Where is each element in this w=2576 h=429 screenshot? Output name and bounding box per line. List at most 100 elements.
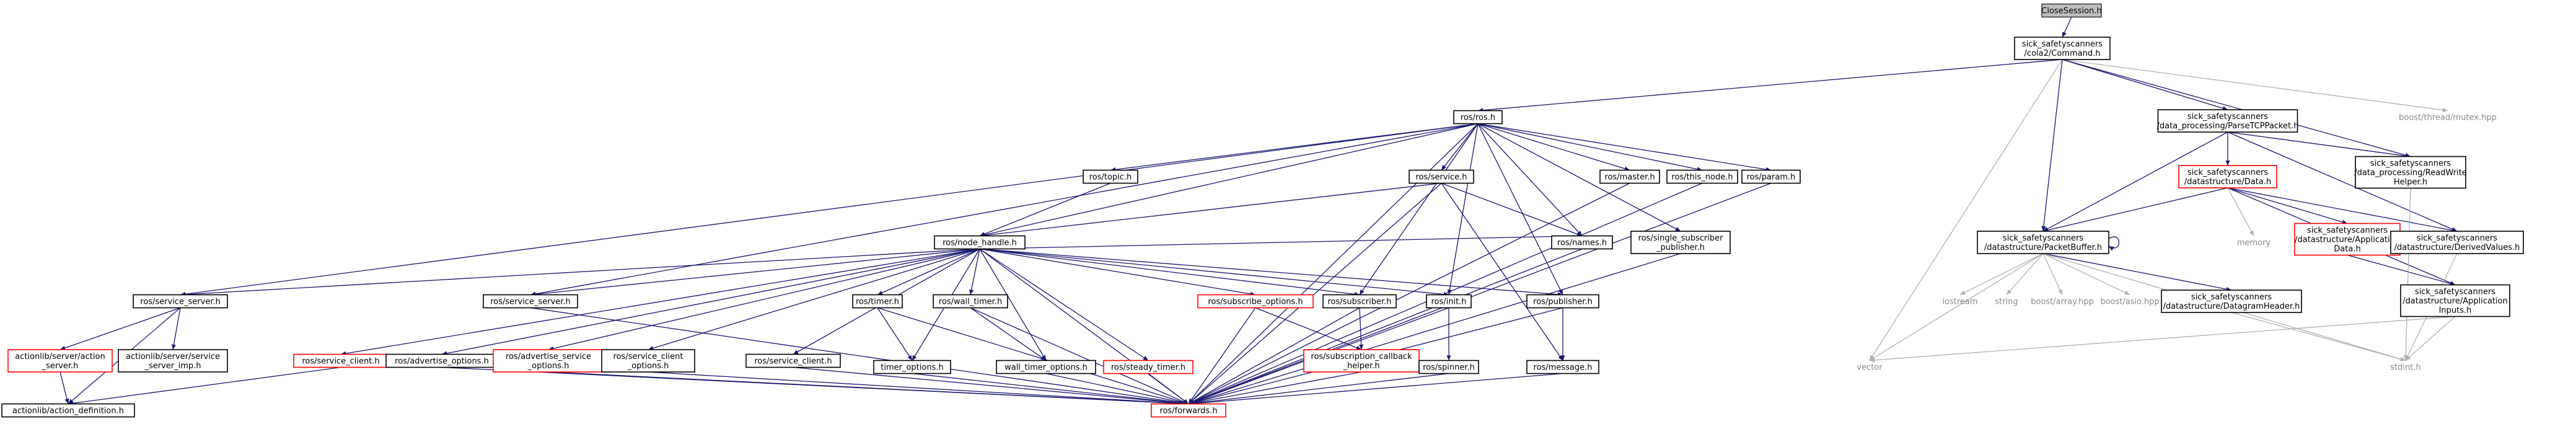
node-service[interactable]: ros/service.h	[1409, 169, 1474, 184]
node-label: sick_safetyscanners	[2417, 234, 2497, 243]
node-svcclient2[interactable]: ros/service_client.h	[745, 353, 841, 368]
edges-layer	[59, 17, 2458, 406]
node-names[interactable]: ros/names.h	[1551, 235, 1613, 250]
node-box	[118, 349, 228, 373]
node-label: iostream	[1942, 298, 1977, 307]
node-label: /datastructure/Data.h	[2184, 177, 2271, 187]
node-iostream[interactable]: iostream	[1941, 295, 1979, 308]
node-svcserverh[interactable]: ros/service_server.h	[133, 294, 228, 309]
edge-ros-to-svcserverh	[180, 123, 1479, 297]
edge-subopts-to-forwards	[1188, 307, 1256, 404]
edge-command-to-packetbuffer	[2041, 59, 2063, 232]
node-advsvcopts[interactable]: ros/advertise_service_options.h	[493, 349, 604, 373]
node-datagram[interactable]: sick_safetyscanners/datastructure/Datagr…	[2161, 290, 2302, 313]
node-actiondef[interactable]: actionlib/action_definition.h	[1, 403, 135, 418]
node-ssimp[interactable]: actionlib/server/service_server_imp.h	[118, 349, 228, 373]
edge-nodehandle-to-svcserverh	[180, 248, 980, 297]
edge-command-to-parsetcp	[2062, 59, 2228, 111]
node-actionserver[interactable]: actionlib/server/action_server.h	[7, 349, 113, 373]
node-label: ros/param.h	[1747, 173, 1796, 182]
node-string[interactable]: string	[1990, 295, 2023, 308]
node-label: ros/node_handle.h	[943, 239, 1017, 248]
node-boostasio[interactable]: boost/asio.hpp	[2099, 295, 2161, 308]
node-subcb[interactable]: ros/subscription_callback_helper.h	[1303, 349, 1420, 373]
node-singlesub[interactable]: ros/single_subscriber_publisher.h	[1630, 231, 1731, 254]
node-topic[interactable]: ros/topic.h	[1083, 169, 1138, 184]
node-box	[2400, 284, 2510, 317]
edge-nodehandle-to-subscriber	[979, 248, 1360, 297]
node-publisher[interactable]: ros/publisher.h	[1526, 294, 1599, 309]
node-command[interactable]: sick_safetyscanners/cola2/Command.h	[2014, 37, 2111, 60]
node-master[interactable]: ros/master.h	[1599, 169, 1660, 184]
node-subscriber[interactable]: ros/subscriber.h	[1322, 294, 1397, 309]
node-boostarray[interactable]: boost/array.hpp	[2029, 295, 2095, 308]
node-boostmutex[interactable]: boost/thread/mutex.hpp	[2399, 111, 2497, 124]
node-label: _helper.h	[1342, 361, 1379, 371]
node-box	[1, 403, 135, 418]
node-message[interactable]: ros/message.h	[1526, 360, 1599, 374]
node-data[interactable]: sick_safetyscanners/datastructure/Data.h	[2178, 165, 2277, 188]
node-stdint[interactable]: stdint.h	[2387, 361, 2424, 374]
node-svcserver2[interactable]: ros/service_server.h	[483, 294, 578, 309]
node-label: sick_safetyscanners	[2415, 288, 2495, 297]
edge-subscriber-to-subcb	[1358, 307, 1364, 350]
node-timer[interactable]: ros/timer.h	[852, 294, 903, 309]
edge-command-to-vector	[1869, 59, 2063, 361]
node-box	[2041, 3, 2102, 18]
edge-packetbuffer-to-vector	[1869, 253, 2044, 361]
node-box	[7, 349, 113, 373]
node-spinner[interactable]: ros/spinner.h	[1418, 360, 1479, 374]
node-appinputs[interactable]: sick_safetyscanners/datastructure/Applic…	[2400, 284, 2510, 317]
node-walltimeropts[interactable]: wall_timer_options.h	[996, 360, 1096, 374]
edge-nodehandle-to-walltimeropts	[979, 249, 1047, 361]
edge-svcserverh-to-actionserver	[59, 307, 181, 350]
edge-parsetcp-to-packetbuffer	[2042, 131, 2228, 232]
node-box	[1526, 360, 1599, 374]
node-label: Inputs.h	[2439, 306, 2472, 316]
node-label: timer_options.h	[881, 363, 943, 373]
node-walltimer[interactable]: ros/wall_timer.h	[933, 294, 1008, 309]
node-closesession[interactable]: CloseSession.h	[2041, 3, 2102, 18]
edge-appinputs-to-vector	[1869, 316, 2456, 363]
node-parsetcp[interactable]: sick_safetyscanners/data_processing/Pars…	[2157, 109, 2299, 133]
node-vector[interactable]: vector	[1853, 361, 1886, 374]
node-svcclientopts[interactable]: ros/service_client_options.h	[601, 349, 695, 373]
edge-packetbuffer-to-boostarray	[2042, 253, 2063, 295]
edge-ros-to-nodehandle	[979, 123, 1479, 237]
node-label: Helper.h	[2394, 178, 2427, 187]
node-subopts[interactable]: ros/subscribe_options.h	[1197, 294, 1314, 309]
node-box	[1630, 231, 1731, 254]
node-packetbuffer[interactable]: sick_safetyscanners/datastructure/Packet…	[1977, 231, 2109, 254]
node-label: ros/wall_timer.h	[939, 298, 1002, 307]
node-steadytimer[interactable]: ros/steady_timer.h	[1103, 360, 1193, 374]
edge-timer-to-timeropts	[877, 307, 913, 361]
node-label: _server_imp.h	[144, 361, 201, 371]
node-label: string	[1995, 298, 2018, 307]
edge-nodehandle-to-advopts	[441, 248, 980, 356]
node-thisnode[interactable]: ros/this_node.h	[1666, 169, 1738, 184]
node-derived[interactable]: sick_safetyscanners/datastructure/Derive…	[2390, 231, 2524, 254]
node-label: ros/advertise_options.h	[395, 357, 489, 366]
node-label: ros/message.h	[1534, 363, 1593, 373]
node-label: ros/subscribe_options.h	[1208, 298, 1303, 307]
node-readwrite[interactable]: sick_safetyscanners/data_processing/Read…	[2354, 156, 2467, 189]
node-timeropts[interactable]: timer_options.h	[873, 360, 951, 374]
node-label: /datastructure/Application	[2402, 297, 2508, 306]
node-ros[interactable]: ros/ros.h	[1453, 110, 1503, 125]
node-appdata[interactable]: sick_safetyscanners/datastructure/Applic…	[2294, 223, 2401, 256]
edge-ros-to-thisnode	[1477, 123, 1703, 172]
node-memory[interactable]: memory	[2235, 236, 2272, 249]
edge-data-to-packetbuffer	[2042, 187, 2228, 232]
node-param[interactable]: ros/param.h	[1741, 169, 1801, 184]
node-forwards[interactable]: ros/forwards.h	[1151, 403, 1226, 418]
edge-appinputs-to-stdint	[2405, 316, 2456, 361]
edge-appdata-to-appinputs	[2347, 254, 2456, 286]
node-label: sick_safetyscanners	[2187, 112, 2268, 122]
node-box	[1977, 231, 2109, 254]
node-nodehandle[interactable]: ros/node_handle.h	[934, 235, 1026, 250]
node-box	[1103, 360, 1193, 374]
node-init[interactable]: ros/init.h	[1426, 294, 1472, 309]
node-svcclienth[interactable]: ros/service_client.h	[293, 353, 389, 368]
node-advopts[interactable]: ros/advertise_options.h	[385, 353, 498, 368]
node-box	[1453, 110, 1503, 125]
